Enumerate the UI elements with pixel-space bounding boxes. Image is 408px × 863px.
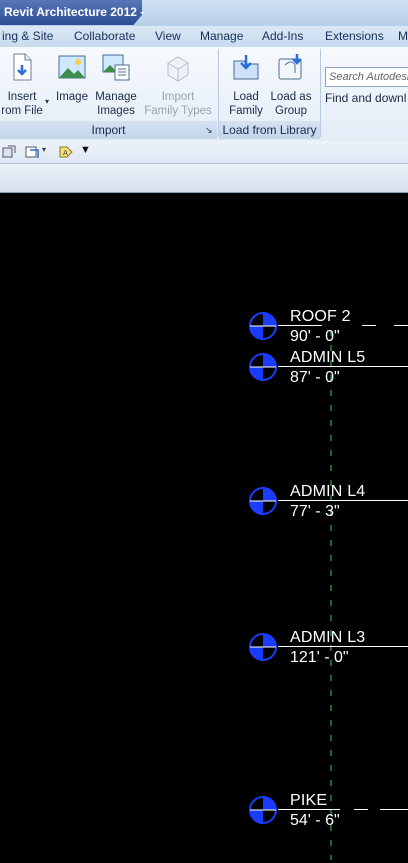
tab-view[interactable]: View [155,29,181,43]
import-family-types-line1: Import [161,91,195,103]
level-line-dash [354,809,368,810]
insert-from-file-button[interactable]: Insert rom File [0,51,46,118]
image-icon [58,55,86,79]
load-family-line2: Family [229,105,263,117]
title-bar: Revit Architecture 2012 - [0,0,408,28]
load-as-group-button[interactable]: Load as Group [268,51,314,118]
level-head-icon[interactable] [248,352,278,382]
view-cube-icon[interactable] [2,145,16,159]
ribbon-tab-strip: ing & Site Collaborate View Manage Add-I… [0,26,408,48]
level-line [278,646,408,647]
level-line [278,809,340,810]
tab-extensions[interactable]: Extensions [325,29,384,43]
level-name: ROOF 2 [290,308,351,325]
image-label: Image [56,91,88,103]
insert-label-line1: Insert [7,91,37,103]
load-panel-label: Load from Library [219,121,320,139]
level-name: ADMIN L3 [290,629,366,646]
tab-collaborate[interactable]: Collaborate [74,29,136,43]
level-line [278,325,322,326]
import-family-types-line2: Family Types [144,105,212,117]
panel-separator [320,49,321,137]
load-family-icon [233,55,259,80]
window-title: Revit Architecture 2012 - [4,5,145,19]
manage-images-line1: Manage [95,91,137,103]
find-and-download-text: Find and downl [325,91,407,105]
import-panel-title: Import [91,123,126,137]
panel-separator [218,49,219,137]
dialog-launcher-icon[interactable]: ↘ [205,125,213,135]
import-panel-label: Import [0,121,217,139]
level-roof-2[interactable]: ROOF 2 90' - 0" [248,308,408,351]
search-placeholder: Search Autodesk [329,71,408,83]
manage-images-button[interactable]: Manage Images [92,51,140,118]
search-autodesk-input[interactable]: Search Autodesk [325,67,408,87]
customize-toolbar-icon[interactable]: ▼ [80,144,91,156]
drawing-canvas[interactable] [0,193,408,863]
level-elevation: 54' - 6" [290,812,340,829]
insert-file-icon [13,53,32,81]
tag-icon[interactable]: A [58,144,74,160]
level-head-icon[interactable] [248,311,278,341]
level-head-icon[interactable] [248,632,278,662]
load-family-line1: Load [233,91,259,103]
level-line-end [380,809,408,810]
insert-label-line2: rom File [1,105,43,117]
level-admin-l5[interactable]: ADMIN L5 87' - 0" [248,349,408,392]
load-as-group-line2: Group [275,105,307,117]
level-line [278,500,408,501]
manage-images-line2: Images [97,105,135,117]
load-as-group-line1: Load as [270,91,312,103]
options-toolbar: ▾ A ▼ [0,141,408,164]
level-admin-l3[interactable]: ADMIN L3 121' - 0" [248,629,408,672]
import-family-types-icon [167,56,189,82]
tab-building-site[interactable]: ing & Site [2,29,54,43]
level-name: ADMIN L4 [290,483,366,500]
insert-dropdown-icon[interactable]: ▾ [45,97,50,106]
image-button[interactable]: Image [52,51,92,104]
tab-modify[interactable]: M [398,29,408,43]
tab-add-ins[interactable]: Add-Ins [262,29,304,43]
svg-text:A: A [63,149,68,157]
level-line-dash [362,325,376,326]
manage-images-icon [102,54,130,81]
import-family-types-button[interactable]: Import Family Types [142,51,214,118]
load-panel-title: Load from Library [222,123,317,137]
level-pike[interactable]: PIKE 54' - 6" [248,792,408,835]
level-admin-l4[interactable]: ADMIN L4 77' - 3" [248,483,408,526]
sync-icon[interactable] [24,144,40,160]
grid-line [330,330,332,860]
ribbon-panel: Insert rom File ▾ Image Manage Images Im… [0,47,408,142]
level-elevation: 90' - 0" [290,328,340,345]
level-head-icon[interactable] [248,486,278,516]
level-elevation: 87' - 0" [290,369,340,386]
tab-manage[interactable]: Manage [200,29,244,43]
load-as-group-icon [278,54,302,80]
level-line-end [394,325,408,326]
load-family-button[interactable]: Load Family [224,51,268,118]
level-name: ADMIN L5 [290,349,366,366]
level-elevation: 77' - 3" [290,503,340,520]
level-elevation: 121' - 0" [290,649,349,666]
level-head-icon[interactable] [248,795,278,825]
level-line [278,366,408,367]
level-name: PIKE [290,792,328,809]
application-title-tab[interactable] [0,0,142,25]
dropdown-arrow-icon[interactable]: ▾ [42,145,47,154]
properties-bar [0,164,408,193]
